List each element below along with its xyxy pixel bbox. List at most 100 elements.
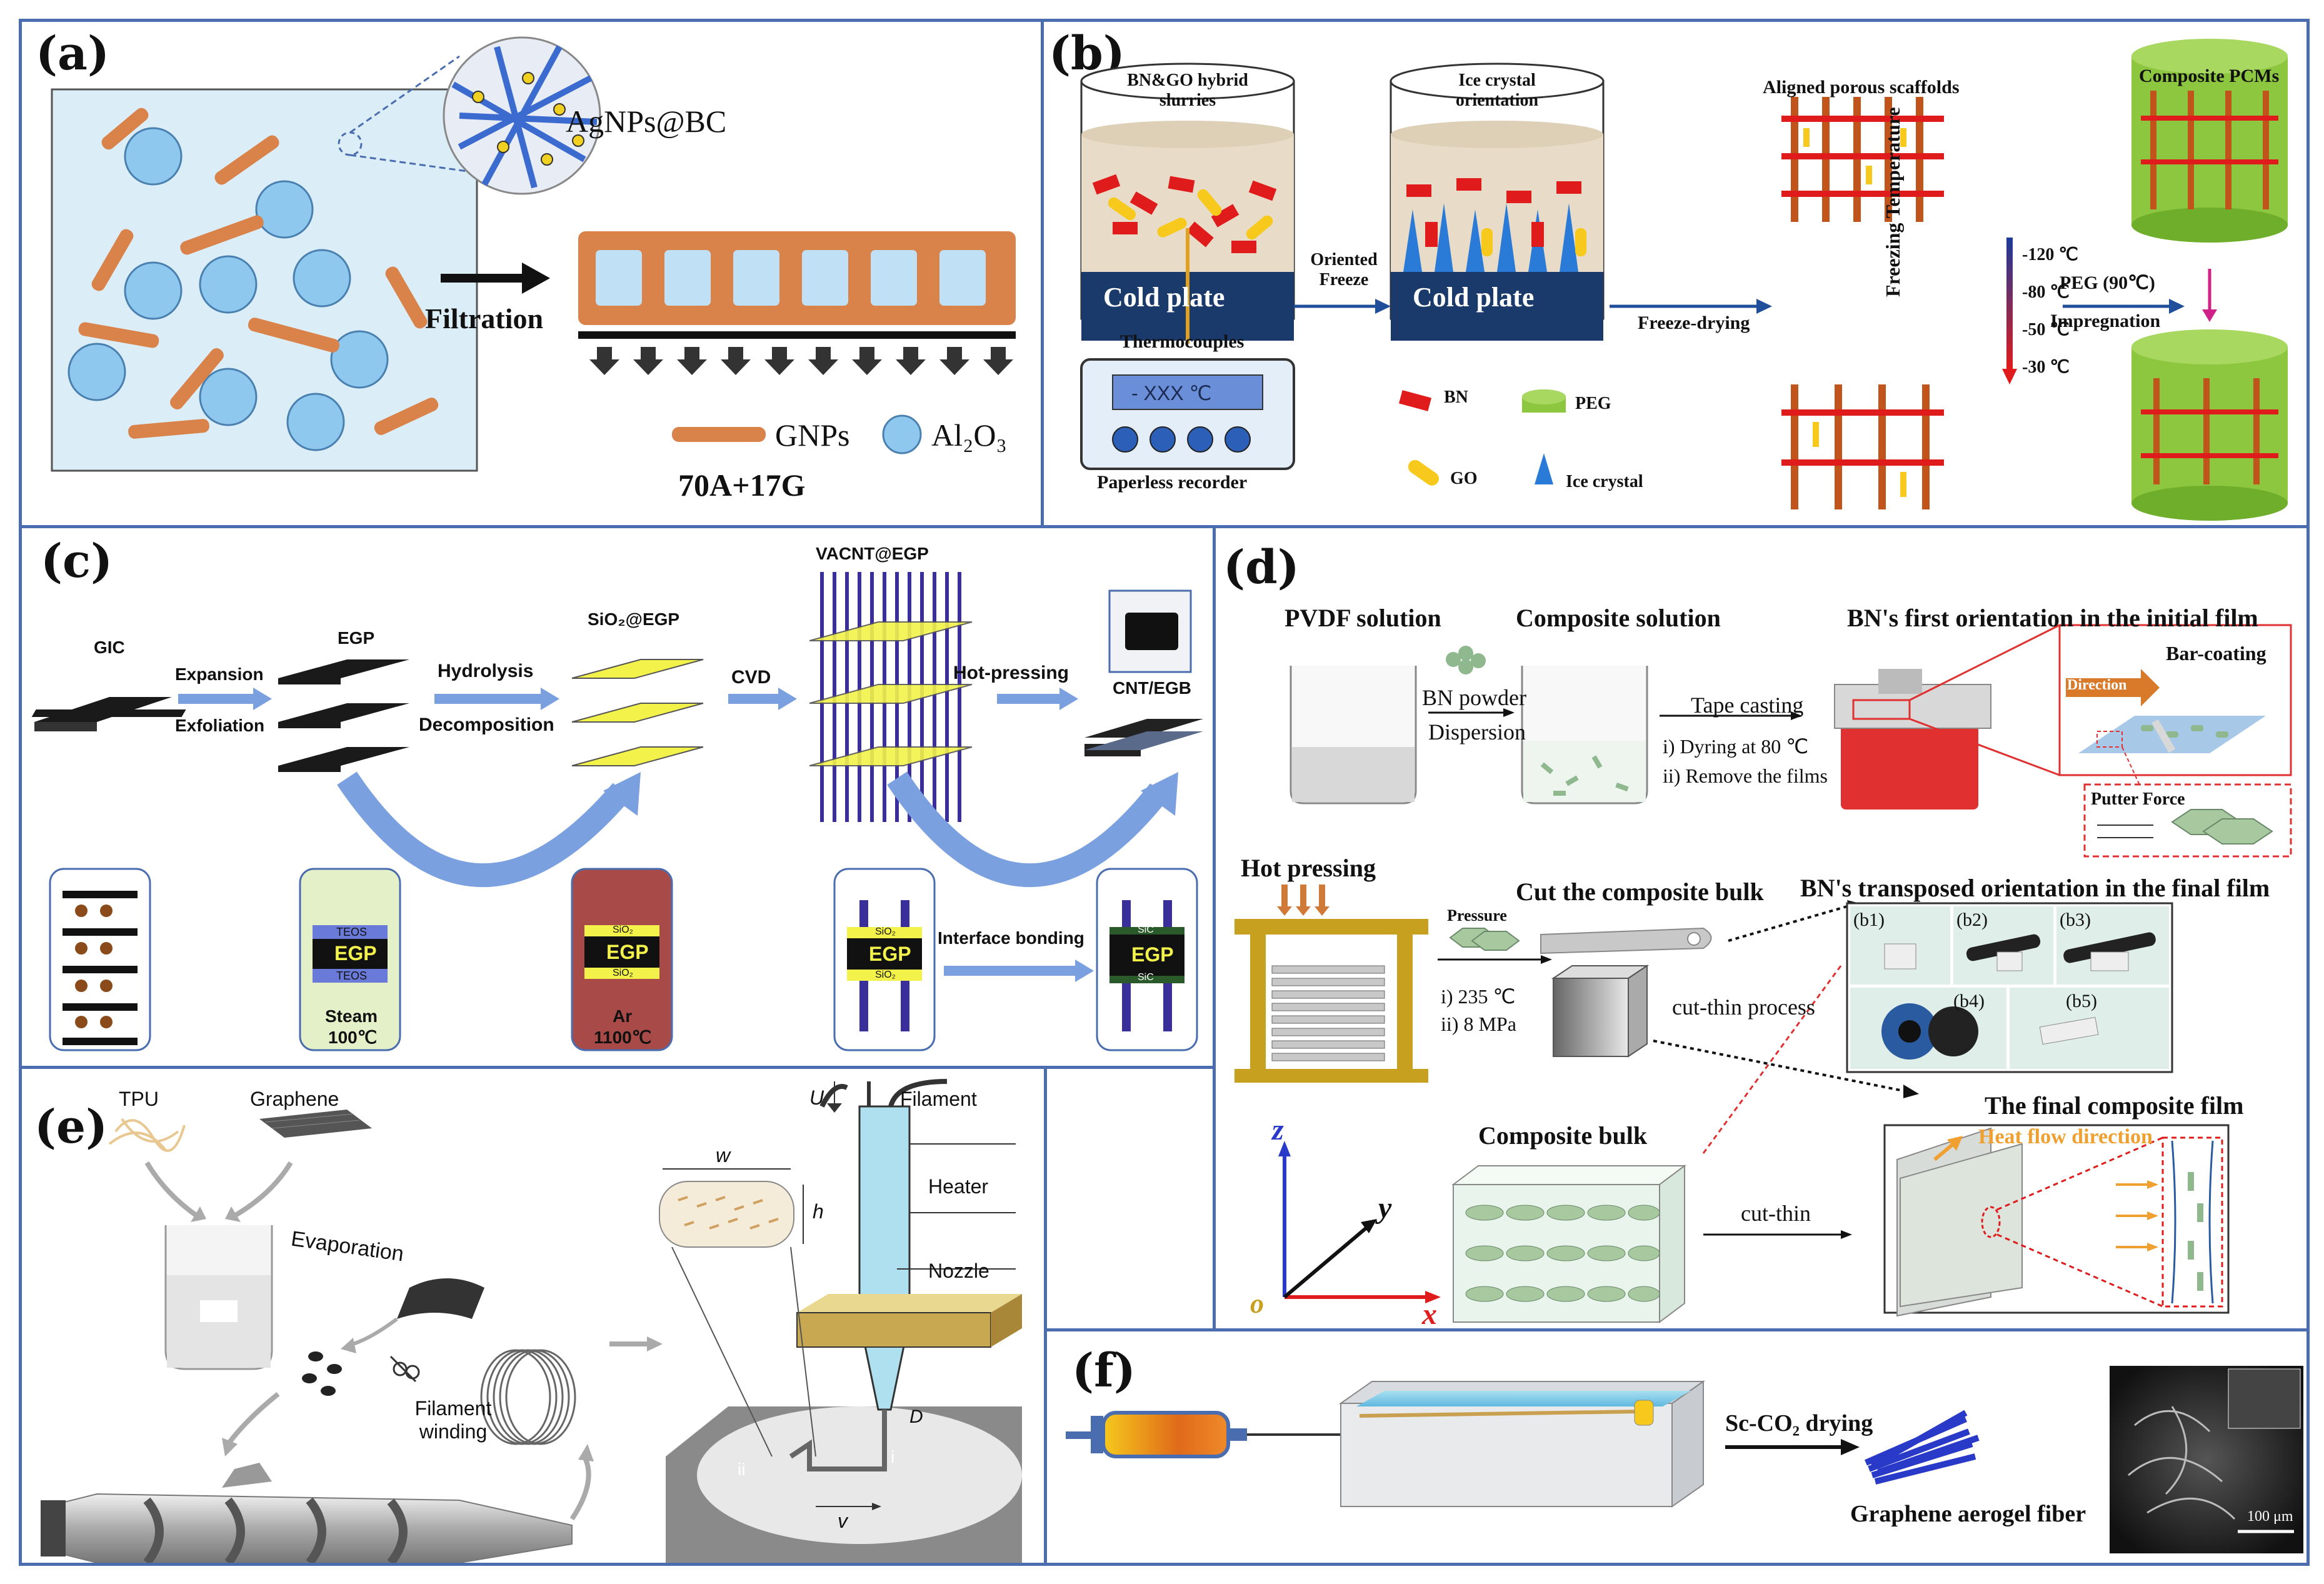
photo-b2: (b2) bbox=[1956, 910, 1988, 930]
gnp-flakes bbox=[78, 108, 439, 439]
ar-temp-label: 1100℃ bbox=[594, 1028, 652, 1047]
panel-f: (f) Sc-CO₂ dryi bbox=[1044, 1328, 2310, 1566]
panel-a-illustration bbox=[51, 36, 1016, 472]
cut-thin-label: cut-thin bbox=[1741, 1201, 1811, 1226]
vacnt-label: VACNT@EGP bbox=[816, 544, 929, 563]
sem-scale-label: 100 μm bbox=[2247, 1508, 2293, 1525]
teos-top-label: TEOS bbox=[336, 926, 368, 938]
axis-y-label: y bbox=[1378, 1191, 1392, 1225]
photo-b1: (b1) bbox=[1853, 910, 1885, 930]
aligned-scaffold-bottom bbox=[1781, 384, 1944, 509]
cvd-label: CVD bbox=[731, 667, 771, 688]
recorder-label: Paperless recorder bbox=[1097, 472, 1248, 493]
sio2-bottom-label-2: SiO₂ bbox=[875, 970, 896, 980]
sc-co2-label: Sc-CO₂ drying bbox=[1725, 1410, 1873, 1436]
panel-d: (d) bbox=[1213, 525, 2310, 1331]
legend-bn: BN bbox=[1444, 388, 1468, 407]
ar-label: Ar bbox=[613, 1006, 633, 1026]
h-label: h bbox=[813, 1200, 824, 1223]
axis-o-label: o bbox=[1250, 1288, 1264, 1319]
egp-box-3: EGP bbox=[869, 943, 911, 965]
legend-gnp-icon bbox=[672, 427, 766, 442]
gic-label: GIC bbox=[94, 638, 125, 657]
drying-label: i) Dyring at 80 ℃ bbox=[1663, 735, 1809, 758]
filtration-label: Filtration bbox=[425, 303, 544, 334]
flow-arrows bbox=[589, 347, 1013, 375]
panel-e-illustration bbox=[41, 1079, 1022, 1563]
panel-c: (c) bbox=[19, 525, 1216, 1069]
filament-winding-label: Filament winding bbox=[414, 1397, 492, 1443]
temp-1: -120 ℃ bbox=[2022, 245, 2078, 264]
panel-f-illustration bbox=[1066, 1366, 2303, 1553]
direction-label: Direction bbox=[2067, 677, 2127, 693]
heater-label: Heater bbox=[928, 1175, 989, 1198]
remove-label: ii) Remove the films bbox=[1663, 764, 1828, 787]
egp-box-2: EGP bbox=[606, 941, 649, 963]
panel-d-illustration bbox=[1235, 624, 2292, 1323]
v-label: v bbox=[838, 1510, 848, 1532]
hot-pressing-label: Hot pressing bbox=[1241, 854, 1376, 882]
panel-label: (d) bbox=[1223, 541, 1300, 594]
legend-go: GO bbox=[1450, 469, 1478, 488]
composite-pcm-bottom bbox=[2131, 329, 2288, 521]
ii-label: ii bbox=[738, 1460, 746, 1479]
graphene-label: Graphene bbox=[250, 1088, 339, 1110]
interface-bonding-label: Interface bonding bbox=[938, 928, 1084, 948]
oriented-freeze-label: Oriented Freeze bbox=[1310, 250, 1378, 289]
panel-label: (f) bbox=[1072, 1344, 1136, 1398]
cut-thin-process-label: cut-thin process bbox=[1672, 995, 1815, 1020]
hot-pressing-label: Hot-pressing bbox=[953, 663, 1069, 683]
axis-z-label: z bbox=[1272, 1113, 1284, 1146]
i-label: i bbox=[891, 1447, 895, 1466]
legend-ice: Ice crystal bbox=[1566, 472, 1643, 491]
cnt-egb-label: CNT/EGB bbox=[1113, 678, 1191, 698]
composite-bulk-label: Composite bulk bbox=[1478, 1121, 1648, 1150]
panel-a: (a) bbox=[19, 19, 1044, 528]
aligned-scaffold-top bbox=[1781, 97, 1944, 222]
egp-box-1: EGP bbox=[334, 942, 377, 965]
sio2-top-label: SiO₂ bbox=[613, 925, 633, 935]
egp-box-4: EGP bbox=[1131, 943, 1174, 966]
sic-top-label: SiC bbox=[1138, 925, 1154, 935]
heat-flow-label: Heat flow direction bbox=[1978, 1125, 2153, 1148]
sio2egp-label: SiO₂@EGP bbox=[588, 609, 680, 629]
tape-casting-label: Tape casting bbox=[1691, 693, 1804, 718]
legend-al2o3-icon bbox=[882, 414, 922, 454]
sic-bottom-label: SiC bbox=[1138, 972, 1154, 983]
freeze-drying-label: Freeze-drying bbox=[1638, 313, 1750, 333]
egp-label: EGP bbox=[338, 628, 375, 648]
decomposition-label: Decomposition bbox=[419, 714, 554, 735]
steam-label: Steam bbox=[325, 1006, 378, 1026]
composite-pcm-top bbox=[2131, 39, 2288, 243]
pressure-label: Pressure bbox=[1447, 906, 1507, 925]
aerogel-fiber-label: Graphene aerogel fiber bbox=[1850, 1501, 2086, 1527]
first-orientation-label: BN's first orientation in the initial fi… bbox=[1847, 604, 2258, 632]
transposed-orientation-label: BN's transposed orientation in the final… bbox=[1800, 874, 2270, 902]
u-label: U bbox=[809, 1086, 824, 1109]
panel-b-illustration bbox=[1080, 39, 2288, 521]
slurries-label: BN&GO hybrid slurries bbox=[1127, 71, 1248, 110]
thermocouples-label: Thermocouples bbox=[1120, 331, 1245, 352]
panel-label: (c) bbox=[41, 534, 113, 588]
photo-b3: (b3) bbox=[2060, 910, 2091, 930]
bar-coating-label: Bar-coating bbox=[2166, 642, 2266, 664]
photo-b4: (b4) bbox=[1953, 991, 1985, 1011]
composite-pcms-label: Composite PCMs bbox=[2139, 66, 2280, 86]
temp-4: -30 ℃ bbox=[2022, 358, 2070, 377]
temp-3: -50 ℃ bbox=[2022, 320, 2070, 339]
freezing-temperature-label: Freezing Temperature bbox=[1881, 107, 1904, 297]
legend-gnps: GNPs bbox=[775, 418, 850, 453]
temp235-label: i) 235 ℃ bbox=[1441, 985, 1516, 1008]
nozzle-label: Nozzle bbox=[928, 1260, 989, 1282]
final-film-label: The final composite film bbox=[1985, 1091, 2244, 1120]
mpa-label: ii) 8 MPa bbox=[1441, 1013, 1516, 1035]
putter-force-label: Putter Force bbox=[2091, 789, 2185, 809]
filament-label: Filament bbox=[900, 1088, 977, 1110]
exfoliation-label: Exfoliation bbox=[175, 716, 265, 735]
ice-orientation-label: Ice crystal orientation bbox=[1455, 71, 1539, 110]
sio2-top-label-2: SiO₂ bbox=[875, 926, 896, 937]
filtered-membrane bbox=[578, 231, 1016, 339]
d-label: D bbox=[909, 1406, 923, 1427]
photo-b5: (b5) bbox=[2066, 991, 2097, 1011]
al2o3-particles bbox=[68, 127, 389, 451]
